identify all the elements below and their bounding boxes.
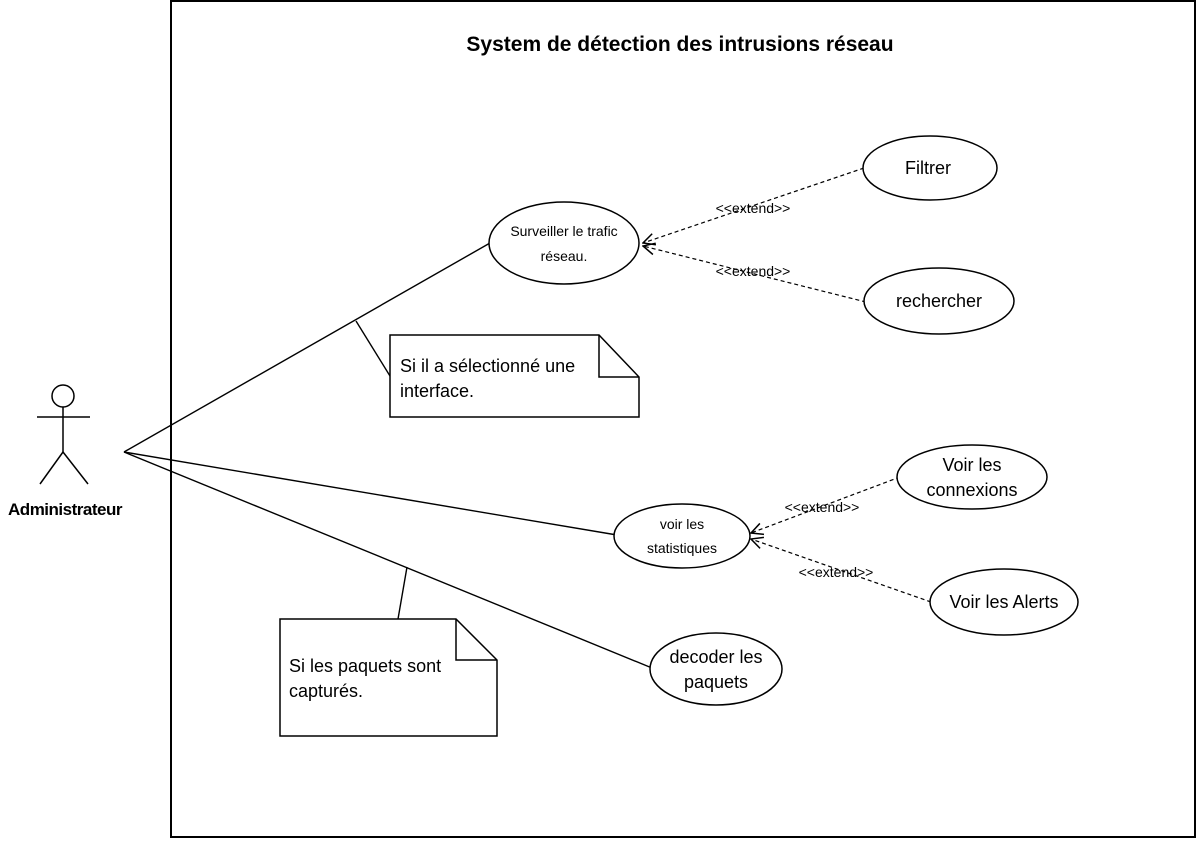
extend-filtrer: [643, 167, 865, 243]
actor-head: [51, 384, 75, 408]
note-interface-fold: [598, 335, 639, 378]
note-interface-box: [389, 334, 640, 418]
note-paquets-fold: [455, 619, 497, 661]
use-case-decoder-line2: paquets: [684, 672, 748, 692]
actor-administrateur[interactable]: Administrateur: [8, 384, 123, 519]
use-case-filtrer[interactable]: Filtrer: [862, 135, 998, 201]
actor-left-leg: [39, 451, 64, 485]
note-interface-anchor: [355, 320, 391, 377]
actor-right-leg: [62, 451, 89, 485]
note-paquets-line2: capturés.: [289, 681, 363, 701]
use-case-surveiller-line2: réseau.: [541, 248, 588, 264]
use-case-connexions-line1: Voir les: [942, 455, 1001, 475]
note-paquets-anchor: [397, 566, 408, 620]
use-case-alerts[interactable]: Voir les Alerts: [929, 568, 1079, 636]
associations: [123, 242, 653, 669]
actor-label: Administrateur: [8, 500, 123, 519]
extend-alerts: [751, 539, 932, 603]
extend-rechercher: [643, 246, 867, 303]
extend-label-filtrer: <<extend>>: [716, 200, 791, 216]
use-case-connexions[interactable]: Voir les connexions: [896, 444, 1048, 510]
extend-label-connexions: <<extend>>: [785, 499, 860, 515]
extend-connexions: [751, 476, 901, 533]
association-surveiller: [123, 242, 491, 453]
extend-relations: <<extend>> <<extend>> <<extend>> <<exten…: [643, 167, 932, 603]
association-statistiques: [123, 451, 618, 536]
use-case-surveiller[interactable]: Surveiller le trafic réseau.: [488, 201, 640, 285]
use-case-rechercher[interactable]: rechercher: [863, 267, 1015, 335]
note-interface-line1: Si il a sélectionné une: [400, 356, 575, 376]
extend-label-alerts: <<extend>>: [799, 564, 874, 580]
use-case-decoder-line1: decoder les: [669, 647, 762, 667]
note-paquets: Si les paquets sont capturés.: [279, 566, 498, 737]
note-paquets-line1: Si les paquets sont: [289, 656, 441, 676]
use-case-statistiques[interactable]: voir les statistiques: [613, 503, 751, 569]
use-case-surveiller-line1: Surveiller le trafic: [510, 223, 617, 239]
use-case-rechercher-label: rechercher: [896, 291, 982, 311]
use-case-filtrer-label: Filtrer: [905, 158, 951, 178]
system-title: System de détection des intrusions résea…: [466, 33, 893, 56]
note-interface-line2: interface.: [400, 381, 474, 401]
use-case-statistiques-line1: voir les: [660, 516, 704, 532]
system-boundary: [170, 0, 1196, 838]
extend-label-rechercher: <<extend>>: [716, 263, 791, 279]
use-case-connexions-line2: connexions: [926, 480, 1017, 500]
note-paquets-box: [279, 618, 498, 737]
note-interface: Si il a sélectionné une interface.: [355, 320, 640, 418]
use-case-decoder[interactable]: decoder les paquets: [649, 632, 783, 706]
use-case-alerts-label: Voir les Alerts: [949, 592, 1058, 612]
use-case-statistiques-line2: statistiques: [647, 540, 717, 556]
association-decoder: [123, 451, 653, 669]
